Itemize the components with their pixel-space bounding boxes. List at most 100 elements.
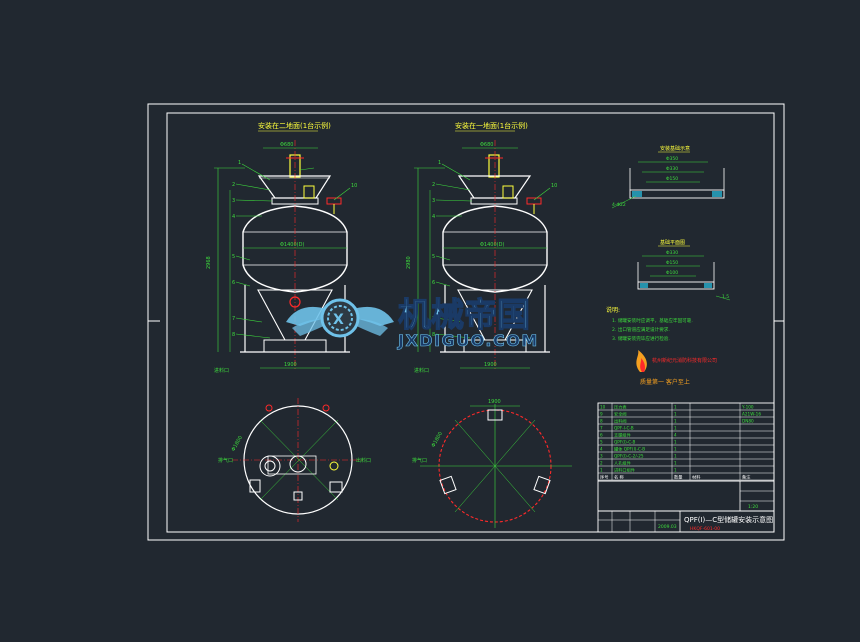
bom-cell: 1 <box>674 425 677 430</box>
gear-wings-logo-icon: X <box>286 298 394 338</box>
title-block-scale: 1:20 <box>748 504 758 510</box>
dim-base-right: 1900 <box>484 362 497 368</box>
dim-plan-left: Φ1800 <box>231 435 245 452</box>
bom-cell: A21W-16 <box>742 411 761 416</box>
bom-cell: 1 <box>674 411 677 416</box>
dim-top-right: Φ680 <box>480 142 493 148</box>
callout-r4: 4 <box>432 214 435 220</box>
dim-top-left: Φ680 <box>280 142 293 148</box>
bom-cell: 3 <box>600 453 603 458</box>
callout-r2: 2 <box>432 182 435 188</box>
watermark-en: JXDIGUO.COM <box>397 331 539 350</box>
bom-cell: QPF(I)-C-2/-25 <box>614 453 644 458</box>
callout-r8: 8 <box>432 332 435 338</box>
sheet-outer-frame <box>147 103 785 541</box>
bom-cell: 8 <box>600 418 603 423</box>
bom-cell: 1 <box>674 446 677 451</box>
callout-r1: 1 <box>438 160 441 166</box>
plan-view-right: 1900 排气口 Φ1800 <box>412 399 572 528</box>
bom-cell: 1 <box>674 418 677 423</box>
callout-4: 4 <box>232 214 235 220</box>
bom-cell: 人孔组件 <box>614 459 631 466</box>
bom-cell: 4 <box>600 446 603 451</box>
detail-mid-side: 1.5 <box>722 294 729 300</box>
detail-mid-title: 基础平面图 <box>660 239 685 246</box>
note-3: 3. 储罐安装完毕应进行检验. <box>612 335 670 342</box>
note-1: 1. 储罐安装时应调平，基础应牢固可靠. <box>612 317 693 324</box>
bom-header-cell: 备注 <box>742 473 751 480</box>
bom-cell: QPF-I-C-B <box>614 425 634 430</box>
title-block-drawing-title: QPF(I)—C型储罐安装示意图 <box>684 515 773 524</box>
dim-base-left: 1900 <box>284 362 297 368</box>
label-left-vent: 排气口 <box>218 457 233 464</box>
callout-r7: 7 <box>432 316 435 322</box>
notes-block: 说明: 1. 储罐安装时应调平，基础应牢固可靠. 2. 出口管道应满足设计要求.… <box>606 306 693 342</box>
bom-cell: 2 <box>600 460 603 465</box>
company-logo-block: 杭州新纪元消防科技有限公司 质量第一 客户至上 <box>636 350 717 386</box>
title-block-date: 2009.03 <box>658 524 677 530</box>
bom-cell: 5 <box>600 439 603 444</box>
bom-cell: 罐体 QPF(I)-C-B <box>614 445 645 452</box>
detail-mid-dim-a: Φ330 <box>666 250 678 256</box>
company-name: 杭州新纪元消防科技有限公司 <box>652 357 717 364</box>
callout-10-left: 10 <box>351 183 357 189</box>
detail-top-title: 安装基础示意 <box>660 145 690 152</box>
bom-cell: 进料口组件 <box>614 466 635 473</box>
bom-cell: 10 <box>600 404 606 409</box>
vessel-right: 安装在一地面(1台示例) Φ680 Φ1400(D) 2980 <box>406 121 557 374</box>
detail-mid-dim-c: Φ100 <box>666 270 678 276</box>
callout-8: 8 <box>232 332 235 338</box>
watermark-cn: 机械帝国 <box>398 295 530 334</box>
note-2: 2. 出口管道应满足设计要求. <box>612 326 670 333</box>
flame-logo-icon <box>636 350 647 372</box>
dim-plan-right: 1900 <box>488 399 501 405</box>
callout-r3: 3 <box>432 198 435 204</box>
bom-cell: DN80 <box>742 418 754 423</box>
plan-view-left: 排气口 出料口 Φ1800 <box>218 398 371 522</box>
label-left-inlet: 进料口 <box>214 367 229 374</box>
sheet-inner-frame <box>166 112 775 533</box>
callout-5: 5 <box>232 254 235 260</box>
bom-header-cell: 材料 <box>692 473 701 480</box>
bom-cell: QPF(I)-C-B <box>614 439 636 444</box>
dim-body-left: Φ1400(D) <box>280 242 304 248</box>
callout-3: 3 <box>232 198 235 204</box>
bom-cell: 安全阀 <box>614 410 627 417</box>
callout-2: 2 <box>232 182 235 188</box>
bom-cell: 1 <box>674 453 677 458</box>
dim-height-right: 2980 <box>406 256 412 269</box>
bom-cell: 出料阀 <box>614 417 627 424</box>
callout-1: 1 <box>238 160 241 166</box>
callout-r6: 6 <box>432 280 435 286</box>
bom-cell: 7 <box>600 425 603 430</box>
title-block-code: HKQF-601-00 <box>690 526 720 532</box>
view-left-title: 安装在二地面(1台示例) <box>258 121 331 130</box>
callout-r5: 5 <box>432 254 435 260</box>
bom-cell: 压力表 <box>614 403 627 410</box>
bom-cell: 1 <box>674 460 677 465</box>
bom-cell: Y-100 <box>741 404 754 409</box>
dim-plan-right-side: Φ1800 <box>431 431 445 448</box>
detail-dim-c: Φ150 <box>666 176 678 182</box>
detail-dim-a: Φ350 <box>666 156 678 162</box>
view-right-title: 安装在一地面(1台示例) <box>455 121 528 130</box>
company-slogan: 质量第一 客户至上 <box>640 378 690 386</box>
detail-mid: 基础平面图 Φ330 Φ150 Φ100 1.5 <box>637 239 731 301</box>
bom-cell: 1 <box>674 439 677 444</box>
label-right-inlet: 进料口 <box>414 367 429 374</box>
bom-header-cell: 数量 <box>674 473 682 480</box>
detail-hole-note: 4-Φ22 <box>612 202 626 208</box>
svg-text:X: X <box>333 312 344 328</box>
detail-dim-b: Φ330 <box>666 166 678 172</box>
detail-mid-dim-b: Φ150 <box>666 260 678 266</box>
bom-cell: 支腿组件 <box>614 431 631 438</box>
dim-body-right: Φ1400(D) <box>480 242 504 248</box>
dim-height-left: 2968 <box>206 256 212 269</box>
bom-cell: 1 <box>674 404 677 409</box>
bom-header-cell: 序号 <box>600 473 608 480</box>
callout-10-right: 10 <box>551 183 557 189</box>
notes-title: 说明: <box>606 306 620 314</box>
bom-header-cell: 名 称 <box>614 473 624 480</box>
